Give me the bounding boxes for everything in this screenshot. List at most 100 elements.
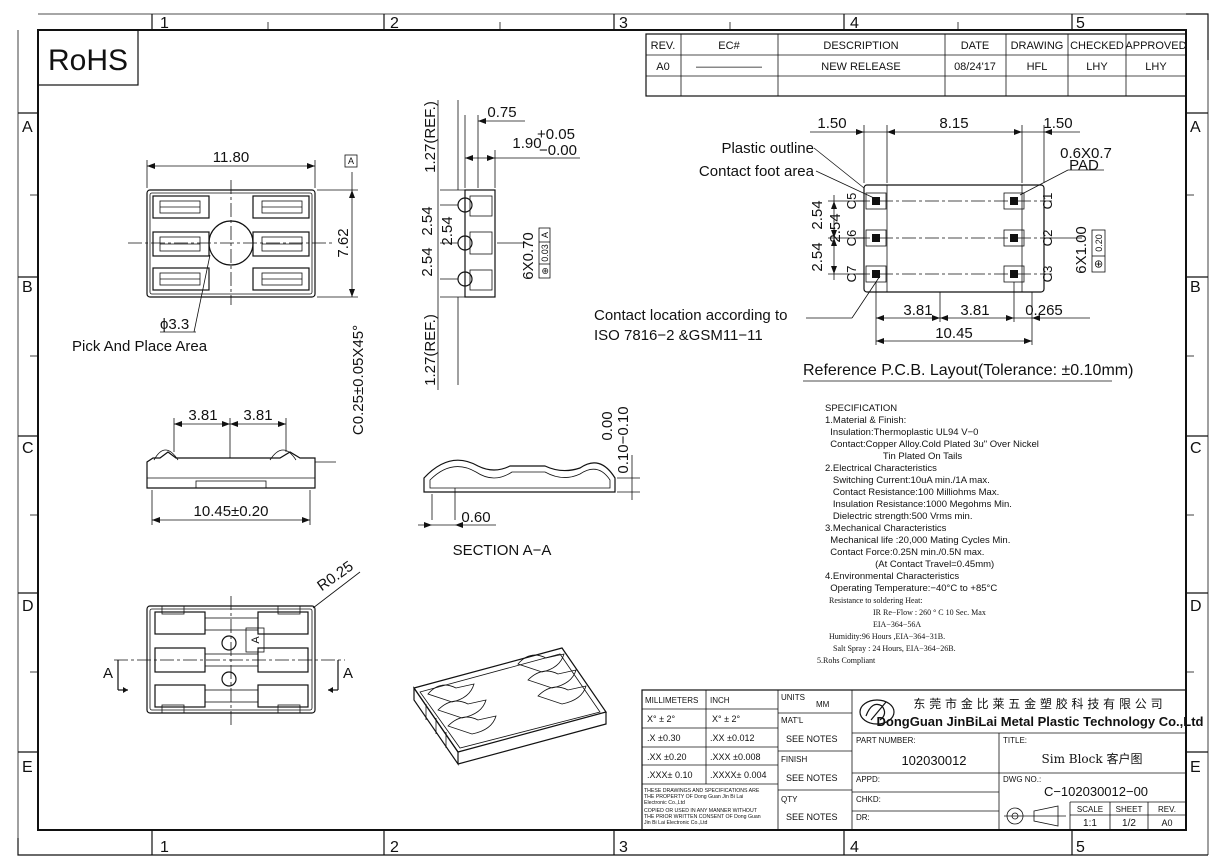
zone-row-a-right: A <box>1190 119 1201 136</box>
zone-row-c: C <box>22 440 34 457</box>
units-cell: X° ± 2° <box>647 714 676 724</box>
zone-col-2: 2 <box>390 15 399 32</box>
pcb-gdt-symbol: ⊕ <box>1093 259 1105 268</box>
dwg-label: DWG NO.: <box>1003 775 1041 784</box>
pcb-pads <box>865 192 1025 283</box>
zone-col-3: 3 <box>619 15 628 32</box>
zone-row-a: A <box>22 119 33 136</box>
front-chamfer-dim: C0.25±0.05X45° <box>350 325 367 435</box>
side-ref-top: 1.27(REF.) <box>422 101 439 173</box>
rev-header-rev: REV. <box>651 40 676 52</box>
units-cell: .XXX ±0.008 <box>710 752 760 762</box>
specification: SPECIFICATION 1.Material & Finish: Insul… <box>817 403 1039 665</box>
dr-label: DR: <box>856 813 870 822</box>
spec-line-small: Salt Spray : 24 Hours, EIA−364−26B. <box>825 644 956 653</box>
spec-line: Insulation Resistance:1000 Megohms Min. <box>825 499 1012 510</box>
pcb-pad-count: 6X1.00 <box>1073 226 1090 274</box>
isometric-view <box>413 647 607 766</box>
front-view: 3.81 3.81 10.45±0.20 C0.25±0.05X45° <box>146 325 367 525</box>
zone-row-d: D <box>22 598 34 615</box>
units-cell: X° ± 2° <box>712 714 741 724</box>
pick-place-label: Pick And Place Area <box>72 338 208 355</box>
pcb-pad-dim: 0.6X0.7 <box>1060 145 1112 162</box>
rev-row-rev: A0 <box>656 61 669 73</box>
side-dim-190: 1.90 <box>512 135 541 152</box>
spec-line: Insulation:Thermoplastic UL94 V−0 <box>825 427 978 438</box>
side-dim-075: 0.75 <box>487 104 516 121</box>
spec-line: Switching Current:10uA min./1A max. <box>825 475 990 486</box>
spec-line: Operating Temperature:−40°C to +85°C <box>825 583 997 594</box>
drawing-title: Sim Block 客户图 <box>1042 751 1143 766</box>
spec-line: 1.Material & Finish: <box>825 415 906 426</box>
front-dim-381a: 3.81 <box>188 407 217 424</box>
spec-line: 2.Electrical Characteristics <box>825 463 937 474</box>
rev-row-drawing: HFL <box>1027 61 1048 73</box>
side-gdt-datum: A <box>540 232 550 238</box>
zone-col-4: 4 <box>850 15 859 32</box>
zone-labels: 1 2 3 4 5 1 2 3 4 5 A B C D E A B C D E <box>22 15 1202 856</box>
spec-line: Tin Plated On Tails <box>825 451 962 462</box>
spec-line-small: EIA−364−56A <box>825 620 921 629</box>
units-cell: .X ±0.30 <box>647 733 680 743</box>
rev-row-description: NEW RELEASE <box>821 61 900 73</box>
zone-col-5-bottom: 5 <box>1076 839 1085 856</box>
bottom-radius: R0.25 <box>314 558 357 595</box>
sheet-label: SHEET <box>1116 805 1143 814</box>
notice-line: THESE DRAWINGS AND SPECIFICATIONS ARE <box>644 788 760 794</box>
pcb-plastic-label: Plastic outline <box>721 140 814 157</box>
side-tol-plus: +0.05 <box>537 126 575 143</box>
zone-col-1-bottom: 1 <box>160 839 169 856</box>
zone-row-b: B <box>22 279 33 296</box>
zone-row-b-right: B <box>1190 279 1201 296</box>
side-pitch-2: 2.54 <box>439 216 456 245</box>
side-tol-minus: −0.00 <box>539 142 577 159</box>
units-label: UNITS <box>781 693 805 702</box>
rev-header-checked: CHECKED <box>1070 40 1124 52</box>
pcb-dim-1045: 10.45 <box>935 325 973 342</box>
notice-line: THE PRIOR WRITTEN CONSENT OF Dong Guan <box>644 814 761 820</box>
units-cell: .XX ±0.012 <box>710 733 754 743</box>
side-gdt-symbol: ⊕ <box>540 267 550 275</box>
title-block: MILLIMETERS INCH X° ± 2° X° ± 2° .X ±0.3… <box>641 689 1204 831</box>
units-cell: .XXX± 0.10 <box>647 770 692 780</box>
spec-line: 3.Mechanical Characteristics <box>825 523 947 534</box>
top-view: 11.80 7.62 A ϕ3.3 Pick And Place Area <box>72 149 358 355</box>
pcb-c3: C3 <box>1040 266 1055 283</box>
rohs-box: RoHS <box>37 29 139 86</box>
pcb-contact-foot-label: Contact foot area <box>699 163 815 180</box>
bottom-cut-mid: A <box>250 636 262 644</box>
front-width-dim: 10.45±0.20 <box>194 503 269 520</box>
sheet-border <box>17 13 1209 856</box>
rev-row-checked: LHY <box>1086 61 1108 73</box>
pcb-c1: C1 <box>1040 193 1055 210</box>
zone-col-2-bottom: 2 <box>390 839 399 856</box>
spec-line: Contact:Copper Alloy.Cold Plated 3u" Ove… <box>825 439 1039 450</box>
notice-line: COPIED OR USED IN ANY MANNER WITHOUT <box>644 808 758 814</box>
pcb-pitch-c: 2.54 <box>809 242 826 271</box>
top-width-dim: 11.80 <box>213 149 249 166</box>
bottom-cut-left: A <box>103 665 113 682</box>
pcb-dim-150b: 1.50 <box>1043 115 1072 132</box>
rohs-label: RoHS <box>48 44 128 77</box>
pcb-dim-381b: 3.81 <box>960 302 989 319</box>
rev-value: A0 <box>1161 818 1172 828</box>
spec-line-small: Humidity:96 Hours ,EIA−364−31B. <box>825 632 945 641</box>
scale-label: SCALE <box>1077 805 1103 814</box>
dwg-number: C−102030012−00 <box>1044 784 1148 799</box>
section-tol-bottom: 0.10−0.10 <box>615 406 632 473</box>
pcb-gdt-tol: 0.20 <box>1094 234 1104 252</box>
zone-col-4-bottom: 4 <box>850 839 859 856</box>
part-number-label: PART NUMBER: <box>856 736 916 745</box>
company-name-en: DongGuan JinBiLai Metal Plastic Technolo… <box>877 714 1204 729</box>
notice-line: Electronic Co.,Ltd <box>644 800 685 806</box>
side-pitch-3: 2.54 <box>419 247 436 276</box>
units-cell: .XX ±0.20 <box>647 752 686 762</box>
pcb-location-line-2: ISO 7816−2 &GSM11−11 <box>594 327 763 344</box>
top-height-dim: 7.62 <box>335 228 352 257</box>
units-cell: MILLIMETERS <box>645 696 698 705</box>
side-pitch-1: 2.54 <box>419 206 436 235</box>
rev-label: REV. <box>1158 805 1176 814</box>
side-ref-bottom: 1.27(REF.) <box>422 314 439 386</box>
bottom-view: A A A R0.25 <box>103 558 361 725</box>
